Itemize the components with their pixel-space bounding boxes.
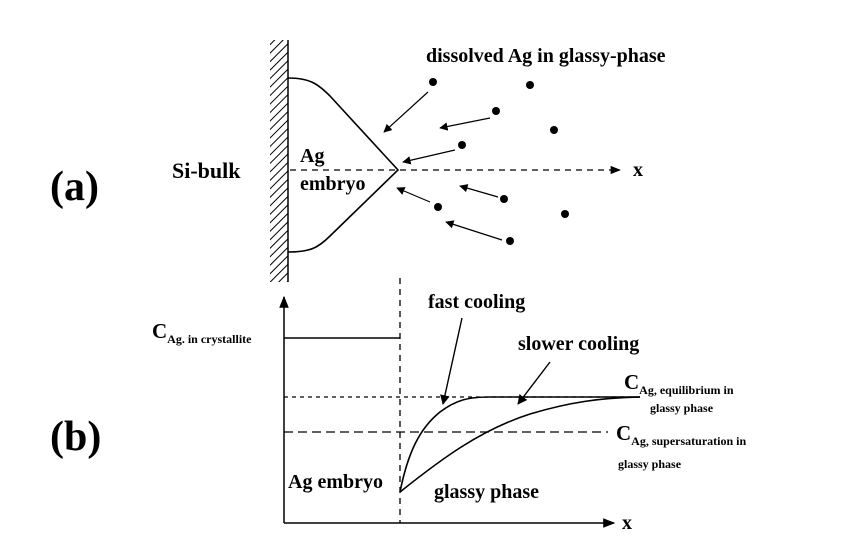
ag-atom	[506, 237, 514, 245]
ag-atom	[550, 126, 558, 134]
ag-atom	[561, 210, 569, 218]
c-supersaturation-label: CAg, supersaturation in	[616, 421, 747, 448]
dissolved-ag-label: dissolved Ag in glassy-phase	[426, 45, 666, 67]
ag-atom	[434, 203, 442, 211]
embryo-label-line1: Ag	[300, 145, 324, 167]
slower-cooling-label: slower cooling	[518, 333, 639, 355]
diffusion-arrow	[439, 117, 491, 131]
fast-cooling-curve	[399, 396, 640, 493]
fast-cooling-label: fast cooling	[428, 291, 525, 313]
slower-cooling-curve	[399, 396, 641, 493]
ag-atoms	[429, 78, 569, 245]
panel-b: (b) x CAg. in crystallite CAg, equilibri…	[50, 278, 747, 534]
diffusion-arrow	[396, 187, 431, 203]
c-supersaturation-label-line2: glassy phase	[618, 457, 682, 471]
x-axis-b-label: x	[622, 512, 632, 534]
ag-atom	[526, 81, 534, 89]
slower-cooling-arrow	[517, 361, 551, 405]
diffusion-arrow	[402, 149, 456, 165]
ag-atom	[429, 78, 437, 86]
diffusion-arrow	[459, 184, 499, 198]
ag-atom	[458, 141, 466, 149]
panel-a: (a) Si-bulk Ag embryo x dissolved Ag in …	[50, 40, 666, 282]
ag-atom	[500, 195, 508, 203]
x-axis-a-label: x	[633, 159, 643, 181]
panel-b-label: (b)	[50, 414, 101, 460]
c-equilibrium-label: CAg, equilibrium in	[624, 370, 734, 397]
si-bulk-label: Si-bulk	[172, 158, 241, 183]
embryo-label-line2: embryo	[300, 173, 366, 195]
si-bulk-wall	[270, 40, 288, 282]
ag-embryo-shape	[287, 77, 400, 253]
c-equilibrium-label-line2: glassy phase	[650, 401, 714, 415]
diffusion-arrow	[383, 91, 429, 133]
panel-a-label: (a)	[50, 164, 99, 210]
ag-atom	[492, 107, 500, 115]
diffusion-arrow	[445, 220, 503, 241]
c-crystallite-label: CAg. in crystallite	[152, 319, 252, 346]
glassy-phase-label: glassy phase	[434, 481, 539, 503]
diffusion-arrows	[383, 91, 503, 241]
ag-embryo-label: Ag embryo	[288, 471, 383, 493]
fast-cooling-arrow	[440, 317, 463, 405]
